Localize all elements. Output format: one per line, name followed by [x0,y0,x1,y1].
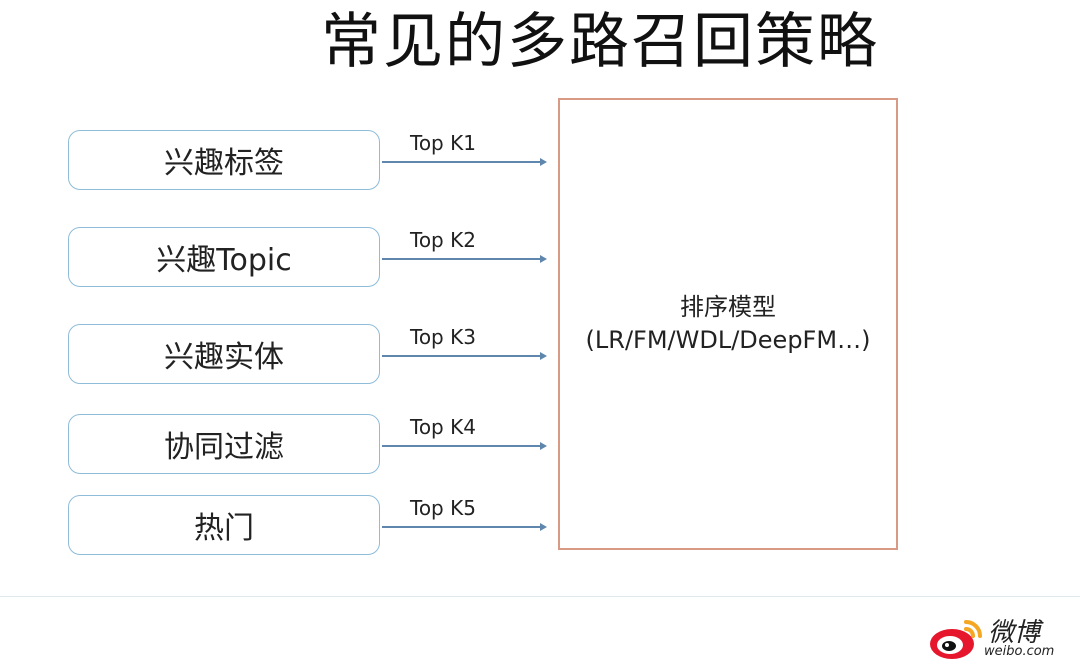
recall-source-interest-topic: 兴趣Topic [68,227,380,287]
topk-label-3: Top K3 [410,325,476,349]
topk-label-2: Top K2 [410,228,476,252]
recall-source-interest-entity: 兴趣实体 [68,324,380,384]
recall-source-popular: 热门 [68,495,380,555]
weibo-eye-icon [930,620,982,659]
weibo-logo-en: weibo.com [984,644,1055,659]
arrow-5 [382,523,547,531]
topk-label-1: Top K1 [410,131,476,155]
ranking-model-name: 排序模型 [680,293,776,321]
topk-label-4: Top K4 [410,415,476,439]
arrow-4 [382,442,547,450]
recall-source-collaborative-filtering: 协同过滤 [68,414,380,474]
arrow-1 [382,158,547,166]
weibo-logo: 微博 weibo.com [928,612,1068,662]
arrow-2 [382,255,547,263]
topk-label-5: Top K5 [410,496,476,520]
recall-source-interest-tags: 兴趣标签 [68,130,380,190]
footer-divider [0,596,1080,597]
ranking-model-box: 排序模型 (LR/FM/WDL/DeepFM…) [558,98,898,550]
slide-title: 常见的多路召回策略 [321,7,879,77]
weibo-logo-cn: 微博 [988,618,1041,648]
ranking-model-list: (LR/FM/WDL/DeepFM…) [585,326,871,354]
arrow-3 [382,352,547,360]
